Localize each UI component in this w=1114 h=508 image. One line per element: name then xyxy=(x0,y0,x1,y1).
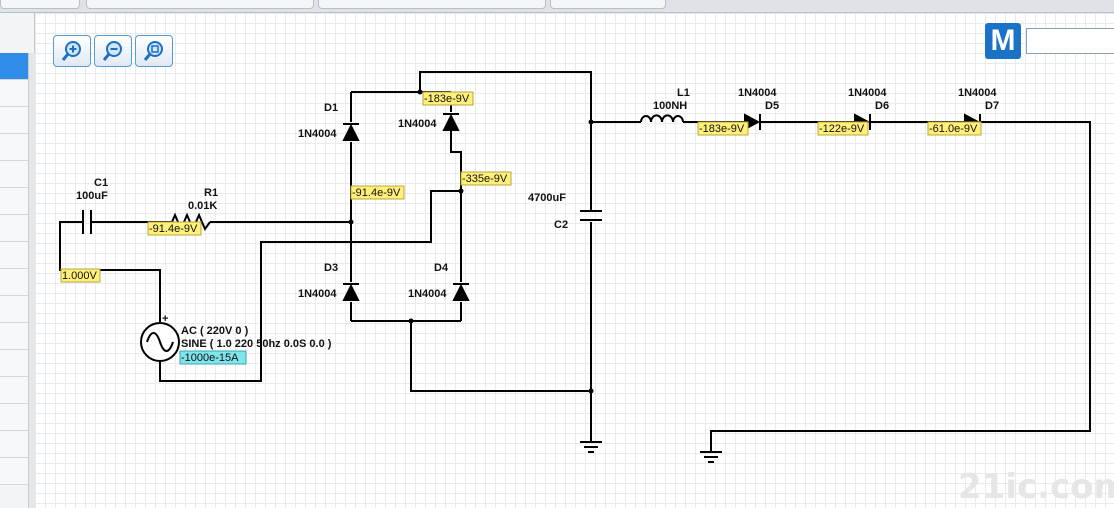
d5-part: 1N4004 xyxy=(738,87,777,99)
panel-item[interactable] xyxy=(0,377,28,404)
probe-v-d2-text: -335e-9V xyxy=(462,173,508,185)
inductor-l1[interactable] xyxy=(640,114,684,123)
brand-logo[interactable]: M xyxy=(985,23,1021,59)
junctions xyxy=(348,89,594,394)
window-tab[interactable] xyxy=(0,0,80,9)
c1-name: C1 xyxy=(94,177,108,189)
panel-item[interactable] xyxy=(0,350,28,377)
source-line1: AC ( 220V 0 ) xyxy=(181,325,249,337)
c1-value: 100uF xyxy=(76,190,108,202)
panel-item[interactable] xyxy=(0,458,28,485)
zoom-in-button[interactable] xyxy=(53,35,91,67)
diode-d1 xyxy=(342,123,360,141)
d4-name: D4 xyxy=(434,262,449,274)
l1-name: L1 xyxy=(677,87,690,99)
probe-v-top-text: -183e-9V xyxy=(424,93,470,105)
panel-item[interactable] xyxy=(0,80,28,107)
d1-name: D1 xyxy=(324,102,338,114)
r1-name: R1 xyxy=(204,187,218,199)
panel-item-selected[interactable] xyxy=(0,53,28,80)
d6-part: 1N4004 xyxy=(848,87,887,99)
ground-symbol xyxy=(700,451,722,463)
search-input[interactable] xyxy=(1026,28,1114,54)
probe-v-d2[interactable]: -335e-9V xyxy=(460,171,512,186)
left-side-panel xyxy=(0,13,35,508)
schematic-canvas[interactable] xyxy=(35,13,1114,508)
probe-v-l1-text: -183e-9V xyxy=(699,123,745,135)
panel-item[interactable] xyxy=(0,404,28,431)
d7-part: 1N4004 xyxy=(958,87,997,99)
watermark: 21ic.com xyxy=(958,467,1114,507)
window-tab[interactable] xyxy=(318,0,546,9)
panel-item[interactable] xyxy=(0,134,28,161)
diode-d3 xyxy=(342,283,360,301)
window-tab[interactable] xyxy=(550,0,666,9)
panel-item[interactable] xyxy=(0,215,28,242)
panel-scrollbar[interactable] xyxy=(28,53,35,508)
ac-source[interactable] xyxy=(140,322,180,362)
probe-v-d1[interactable]: -91.4e-9V xyxy=(350,185,405,200)
probe-i-source-text: -1000e-15A xyxy=(181,352,239,364)
d3-name: D3 xyxy=(324,262,338,274)
c2-name: C2 xyxy=(554,219,568,231)
probe-v-l1[interactable]: -183e-9V xyxy=(697,121,749,136)
window-tab[interactable] xyxy=(86,0,314,9)
panel-item[interactable] xyxy=(0,242,28,269)
d6-name: D6 xyxy=(875,100,889,112)
d2-part: 1N4004 xyxy=(398,118,437,130)
zoom-in-icon xyxy=(61,41,81,61)
capacitor-c1[interactable] xyxy=(82,210,92,234)
r1-value: 0.01K xyxy=(188,200,217,212)
zoom-out-icon xyxy=(102,41,122,61)
source-plus: + xyxy=(162,313,168,325)
window-tab-strip xyxy=(0,0,1114,13)
probe-v-d5-text: -122e-9V xyxy=(819,123,865,135)
panel-item[interactable] xyxy=(0,296,28,323)
d7-name: D7 xyxy=(985,100,999,112)
source-line2: SINE ( 1.0 220 50hz 0.0S 0.0 ) xyxy=(181,338,332,350)
probe-v-r1-text: -91.4e-9V xyxy=(149,223,198,235)
panel-item[interactable] xyxy=(0,188,28,215)
probe-v-source[interactable]: 1.000V xyxy=(60,268,101,283)
panel-item[interactable] xyxy=(0,431,28,458)
c2-value: 4700uF xyxy=(528,192,566,204)
probe-v-top[interactable]: -183e-9V xyxy=(422,91,474,106)
panel-item[interactable] xyxy=(0,161,28,188)
probe-v-d6-text: -61.0e-9V xyxy=(929,123,978,135)
ground-symbol xyxy=(580,441,602,453)
diode-d4 xyxy=(452,283,470,301)
probe-v-source-text: 1.000V xyxy=(62,270,98,282)
zoom-fit-button[interactable] xyxy=(135,35,173,67)
zoom-fit-icon xyxy=(143,41,163,61)
d5-name: D5 xyxy=(765,100,779,112)
capacitor-c2[interactable] xyxy=(580,210,602,221)
diode-d2 xyxy=(442,113,460,131)
probe-i-source[interactable]: -1000e-15A xyxy=(179,350,247,365)
d4-part: 1N4004 xyxy=(408,288,447,300)
l1-value: 100NH xyxy=(653,100,687,112)
d1-part: 1N4004 xyxy=(298,128,337,140)
zoom-out-button[interactable] xyxy=(94,35,132,67)
probe-v-d1-text: -91.4e-9V xyxy=(352,187,401,199)
panel-item[interactable] xyxy=(0,323,28,350)
d3-part: 1N4004 xyxy=(298,288,337,300)
panel-item[interactable] xyxy=(0,269,28,296)
probe-v-d5[interactable]: -122e-9V xyxy=(817,121,869,136)
probe-v-d6[interactable]: -61.0e-9V xyxy=(927,121,982,136)
probe-v-r1[interactable]: -91.4e-9V xyxy=(147,221,202,236)
panel-item[interactable] xyxy=(0,107,28,134)
